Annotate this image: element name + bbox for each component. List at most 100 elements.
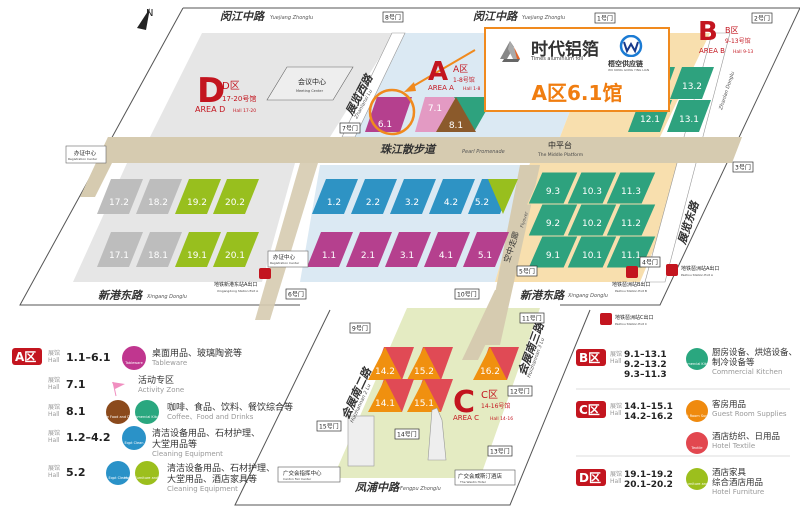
hall-13-1[interactable]: 13.1: [667, 100, 711, 132]
area-b-label: B B区 9-13号馆 AREA B Hall 9-13: [698, 17, 753, 55]
legend-desc-en: Cleaning Equipment: [167, 485, 238, 493]
flag-icon: [112, 381, 125, 397]
hall-17-1[interactable]: 17.1: [97, 232, 143, 267]
metro-xingangdong-a: 地铁新港东站A出口 Xingangdong Station Exit A: [214, 268, 271, 293]
hall-1-2[interactable]: 1.2: [312, 179, 358, 214]
gate-label: 4号门: [642, 259, 658, 267]
hall-label: 20.2: [225, 198, 245, 208]
svg-text:D: D: [197, 71, 225, 111]
gate-label: 10号门: [457, 291, 477, 299]
gate-8: 8号门: [382, 11, 404, 23]
gate-7: 7号门: [339, 122, 361, 134]
legend-desc: 大堂用品等: [152, 438, 197, 450]
meeting-center-en: Meeting Center: [296, 89, 324, 93]
hall-17-2[interactable]: 17.2: [97, 179, 143, 214]
hall-9-1[interactable]: 9.1: [527, 235, 579, 269]
legend-halls: 9.1–13.1: [624, 350, 667, 360]
road-south-label-2: 新港东路: [520, 289, 566, 302]
legend-desc: 大堂用品、酒店家具等: [167, 473, 257, 485]
hall-13-2[interactable]: 13.2: [670, 67, 714, 99]
hall-label: 2.1: [361, 251, 375, 261]
svg-text:广交会指挥中心: 广交会指挥中心: [283, 469, 322, 477]
svg-text:Hotel Furniture and Decor: Hotel Furniture and Decor: [674, 482, 720, 486]
gate-label: 5号门: [519, 268, 535, 276]
hall-shape: [385, 232, 431, 267]
legend-halls: 5.2: [66, 466, 86, 479]
hall-shape: [307, 232, 353, 267]
hall-1-1[interactable]: 1.1: [307, 232, 353, 267]
partner-name-en: WU KONG GONG YING LIAN: [608, 68, 650, 72]
road-south-en-2: Xingang Donglu: [567, 293, 608, 299]
hall-label: 9.1: [546, 251, 560, 261]
hall-label: 6.1: [378, 120, 392, 130]
zone-badge-r0: B区: [576, 349, 606, 366]
callout-arrow: [409, 49, 476, 89]
platform-label: 中平台: [548, 140, 572, 150]
gate-2: 2号门: [751, 12, 773, 24]
svg-text:The Westin Hotel: The Westin Hotel: [459, 480, 486, 484]
platform-en: The Middle Platform: [537, 152, 583, 158]
hall-label: 4.1: [439, 251, 453, 261]
hall-2-2[interactable]: 2.2: [351, 179, 397, 214]
hall-shape: [312, 179, 358, 214]
svg-text:Registration Center: Registration Center: [68, 157, 98, 161]
hall-tag: 展馆: [48, 403, 60, 411]
svg-text:9-13号馆: 9-13号馆: [725, 37, 751, 45]
commercial-kitchen-icon: Commercial Kitchen: [129, 400, 165, 424]
gate-label: 3号门: [735, 164, 751, 172]
hall-label: 1.1: [322, 251, 336, 261]
hall-15-2[interactable]: 15.2: [407, 347, 453, 380]
hall-2-1[interactable]: 2.1: [346, 232, 392, 267]
hall-4-1[interactable]: 4.1: [424, 232, 470, 267]
area-a-label: A A区 1-8号馆 AREA A Hall 1-8: [428, 57, 481, 92]
road-fengpu-label: 凤浦中路: [354, 481, 401, 494]
road-south-label: 新港东路: [98, 289, 144, 302]
svg-text:地铁琶洲站C出口: 地铁琶洲站C出口: [615, 314, 654, 321]
hall-14-1[interactable]: 14.1: [368, 379, 414, 412]
arrow-head-icon: [404, 82, 416, 92]
hall-20-1[interactable]: 20.1: [213, 232, 259, 267]
hall-4-2[interactable]: 4.2: [429, 179, 475, 214]
hall-3-1[interactable]: 3.1: [385, 232, 431, 267]
hall-tag: 展馆: [610, 402, 622, 410]
hall-shape: [351, 179, 397, 214]
legend-halls: 20.1–20.2: [624, 480, 673, 490]
hall-shape: [407, 347, 441, 380]
gate-12: 12号门: [507, 385, 533, 397]
hall-3-2[interactable]: 3.2: [390, 179, 436, 214]
road-north-en-2: Yuejiang Zhonglu: [522, 15, 565, 21]
hall-shape: [407, 379, 441, 412]
canton-fair-center-building: [347, 415, 375, 467]
hall-shape-lime: [488, 179, 518, 214]
eqpt-clean-icon: Eqpt Clean: [122, 426, 146, 450]
hall-18-2[interactable]: 18.2: [136, 179, 182, 214]
hall-5-1[interactable]: 5.1: [463, 232, 509, 267]
promenade-label: 珠江散步道: [380, 143, 437, 156]
hall-shape: [566, 235, 618, 269]
area-d-label: D D区 17-20号馆 AREA D Hall 17-20: [195, 71, 256, 114]
hall-5-2[interactable]: 5.2: [468, 179, 518, 214]
hall-14-2[interactable]: 14.2: [368, 347, 414, 380]
legend-desc: 客房用品: [712, 399, 746, 410]
hall-10-1[interactable]: 10.1: [566, 235, 618, 269]
hall-19-2[interactable]: 19.2: [175, 179, 221, 214]
hall-18-1[interactable]: 18.1: [136, 232, 182, 267]
svg-text:C区: C区: [579, 403, 600, 417]
hall-19-1[interactable]: 19.1: [175, 232, 221, 267]
hall-6-1[interactable]: 6.1: [365, 97, 412, 132]
svg-text:1-8号馆: 1-8号馆: [453, 76, 475, 84]
hall-15-1[interactable]: 15.1: [407, 379, 453, 412]
compass-label: N: [146, 8, 153, 19]
legend-desc: 桌面用品、玻璃陶瓷等: [152, 347, 242, 359]
legend-desc: 厨房设备、烘焙设备、: [712, 347, 797, 358]
hall-20-2[interactable]: 20.2: [213, 179, 259, 214]
promenade-en: Pearl Promenade: [462, 149, 505, 155]
gate-label: 1号门: [597, 15, 613, 23]
hall-shape: [97, 232, 143, 267]
wukong-logo-icon: [619, 35, 643, 57]
zone-badge-r1: C区: [576, 401, 606, 418]
metro-pazhou-c: 地铁琶洲站C出口 Pazhou Station Exit C: [600, 313, 654, 326]
hall-tag-en: Hall: [48, 472, 60, 479]
hall-16-2[interactable]: 16.2: [473, 347, 519, 380]
